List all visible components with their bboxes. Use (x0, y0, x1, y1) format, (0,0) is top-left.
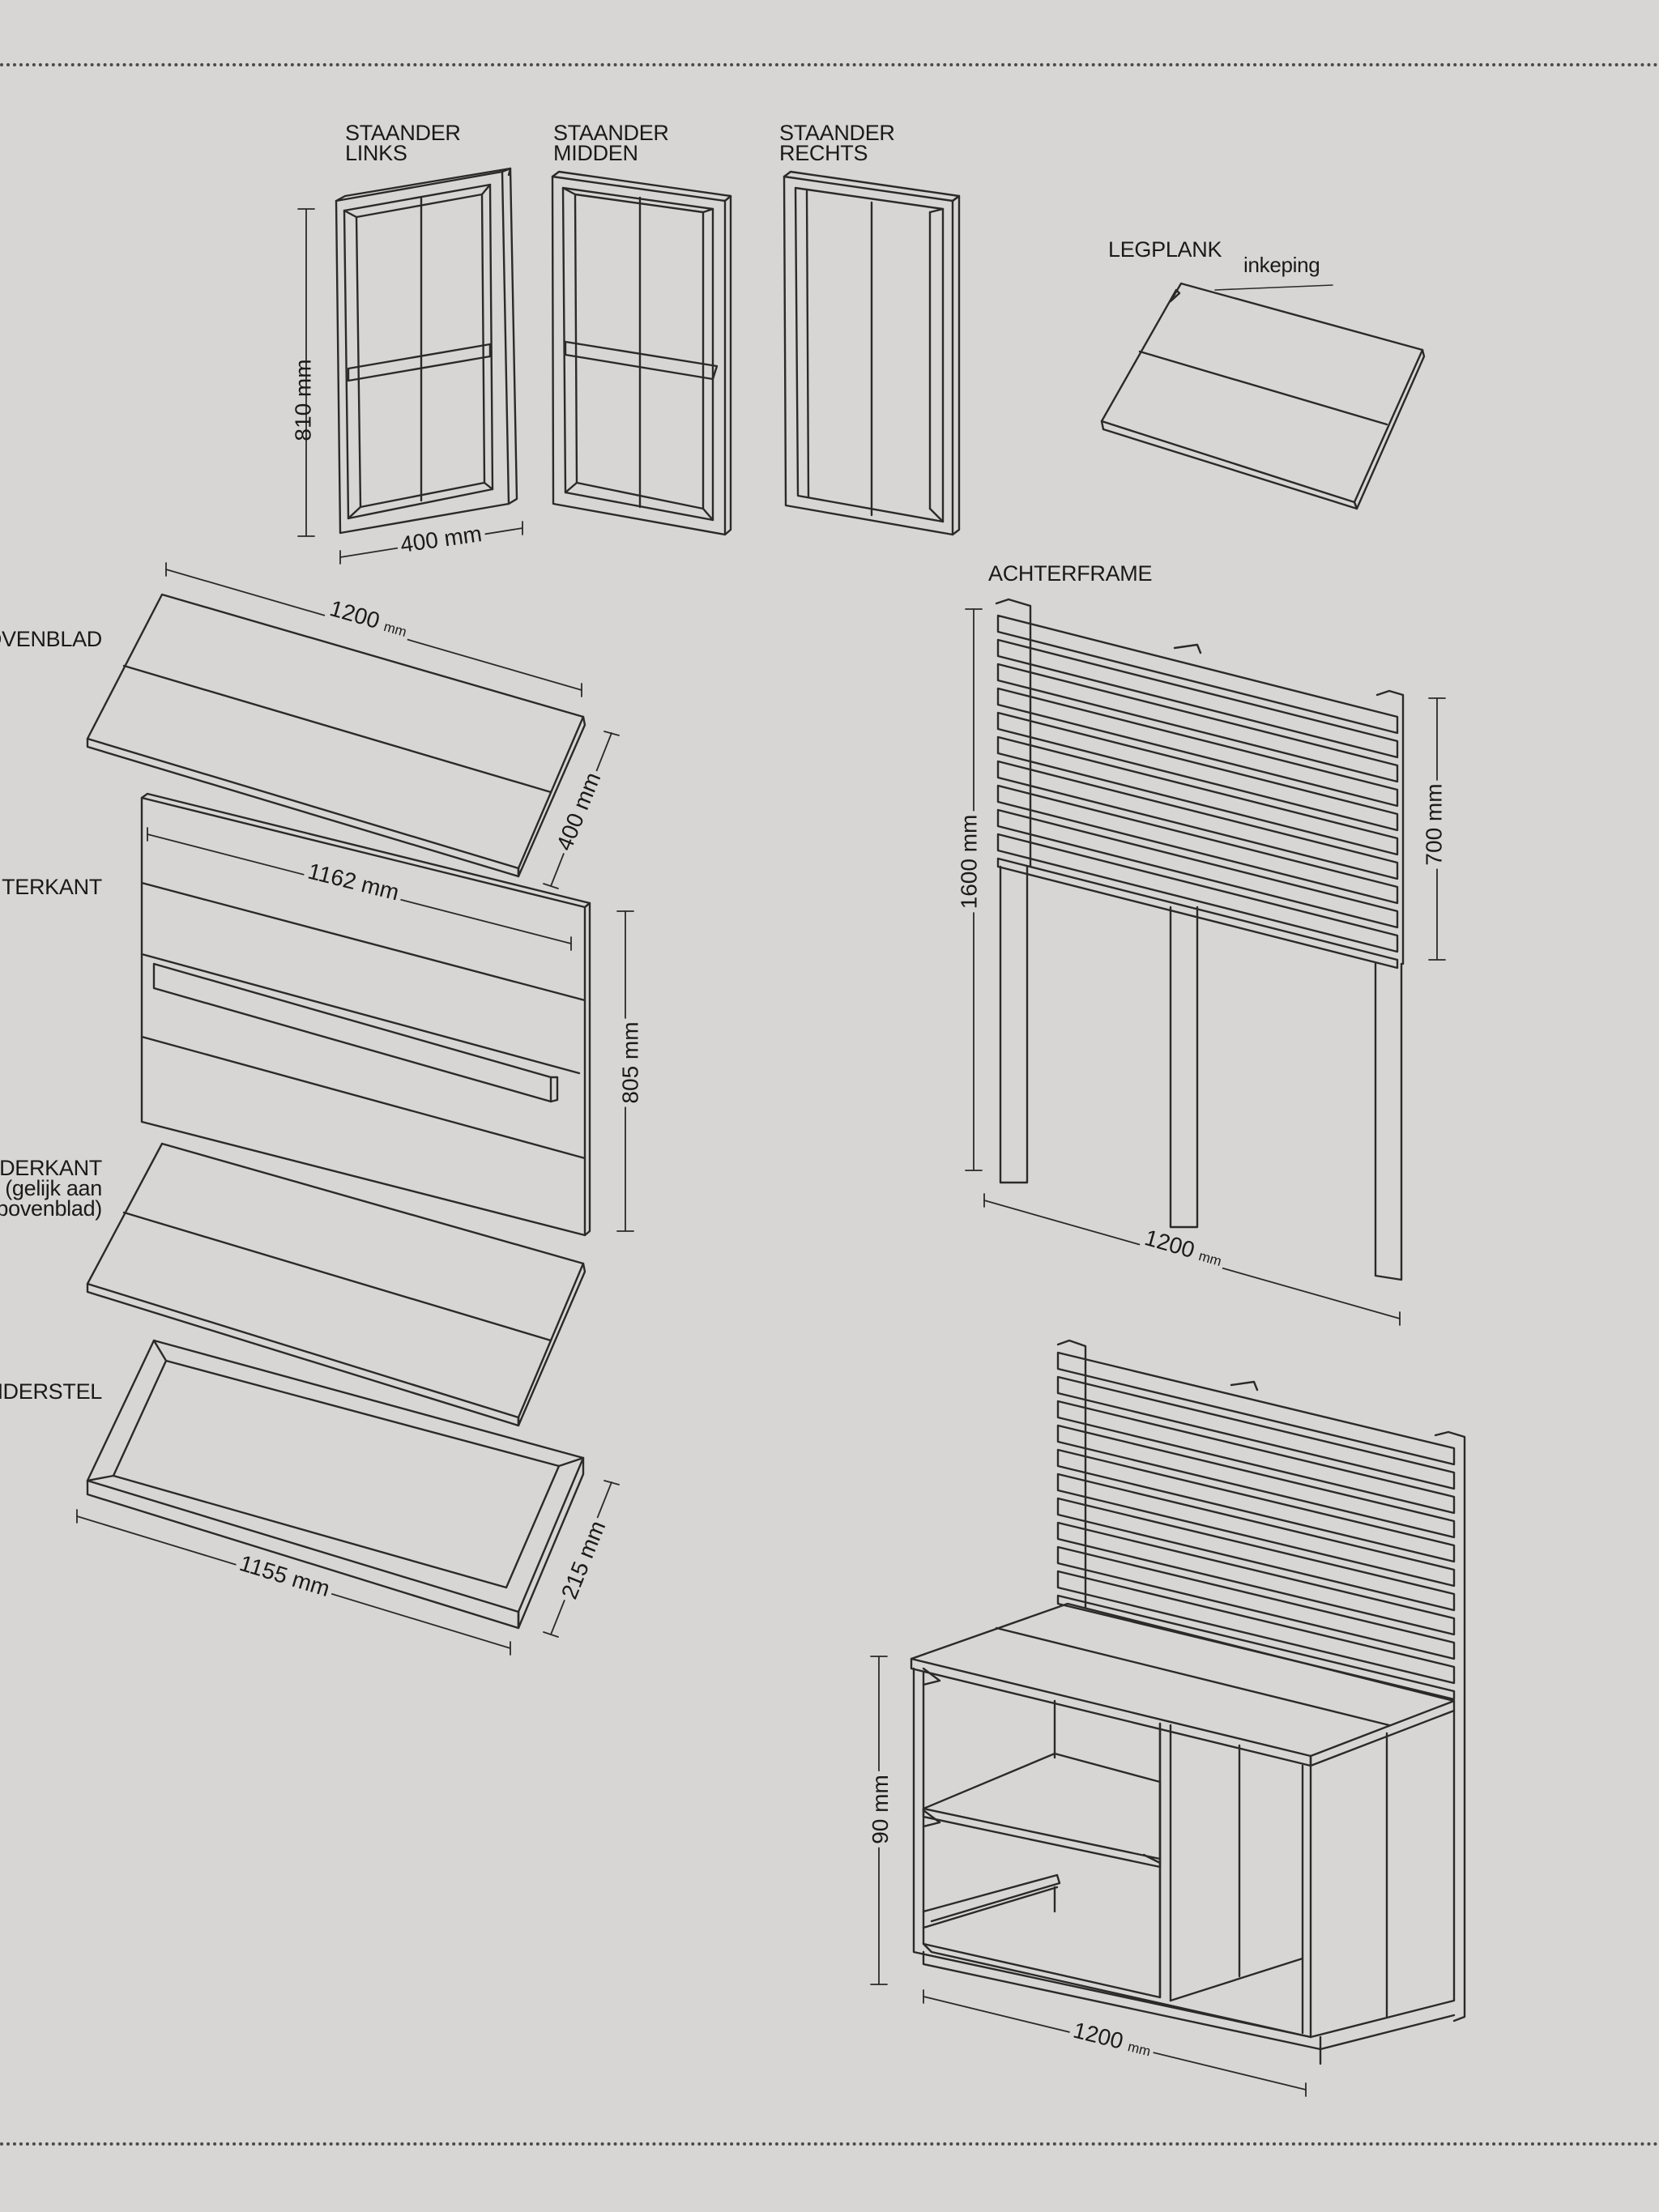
staander-midden-label-line1: STAANDER (553, 121, 669, 145)
staander-links-label-line2: LINKS (345, 141, 407, 165)
legplank-label: LEGPLANK (1108, 237, 1222, 262)
achterkant-label: ITERKANT (0, 875, 102, 899)
staander-dimension-lines (297, 208, 523, 565)
staander-rechts-drawing (783, 170, 961, 536)
bovenblad-label: OVENBLAD (0, 627, 102, 651)
staander-rechts-label: STAANDER RECHTS (779, 121, 895, 165)
staander-rechts-label-line2: RECHTS (779, 141, 868, 165)
onderstel-label: NDERSTEL (0, 1379, 102, 1404)
staander-midden-label-line2: MIDDEN (553, 141, 638, 165)
bovenblad-length-unit: mm (382, 618, 409, 641)
inkeping-pointer (1214, 284, 1333, 291)
staander-links-drawing (335, 167, 518, 535)
top-dotted-divider (0, 63, 1659, 66)
achterframe-label: ACHTERFRAME (988, 561, 1153, 586)
legplank-drawing (1100, 282, 1426, 510)
achterframe-width-unit: mm (1196, 1247, 1224, 1270)
assembled-unit-drawing (910, 1339, 1466, 2065)
staander-midden-drawing (551, 170, 732, 536)
onderkant-drawing (86, 1142, 586, 1427)
achterkant-height-dim: 805 mm (617, 1018, 644, 1107)
assembled-width-unit: mm (1126, 2039, 1153, 2060)
onderkant-label-line1: DERKANT (0, 1156, 102, 1180)
staander-midden-label: STAANDER MIDDEN (553, 121, 669, 165)
onderkant-label-line3: bovenblad) (0, 1196, 102, 1221)
onderkant-label: DERKANT (gelijk aan bovenblad) (0, 1156, 102, 1221)
achterkant-drawing (140, 792, 591, 1237)
bottom-dotted-divider (0, 2142, 1659, 2146)
bovenblad-drawing (86, 593, 586, 878)
staander-rechts-label-line1: STAANDER (779, 121, 895, 145)
onderkant-label-line2: (gelijk aan (5, 1176, 102, 1200)
staander-height-dim: 810 mm (290, 359, 316, 441)
assembled-height-dim: 90 mm (867, 1771, 893, 1848)
achterframe-drawing (995, 598, 1405, 1281)
staander-links-label-line1: STAANDER (345, 121, 461, 145)
achterframe-slats-dim: 700 mm (1421, 780, 1448, 869)
staander-links-label: STAANDER LINKS (345, 121, 461, 165)
onderstel-drawing (86, 1339, 585, 1630)
inkeping-label: inkeping (1243, 253, 1320, 277)
achterframe-height-dim: 1600 mm (956, 811, 983, 913)
